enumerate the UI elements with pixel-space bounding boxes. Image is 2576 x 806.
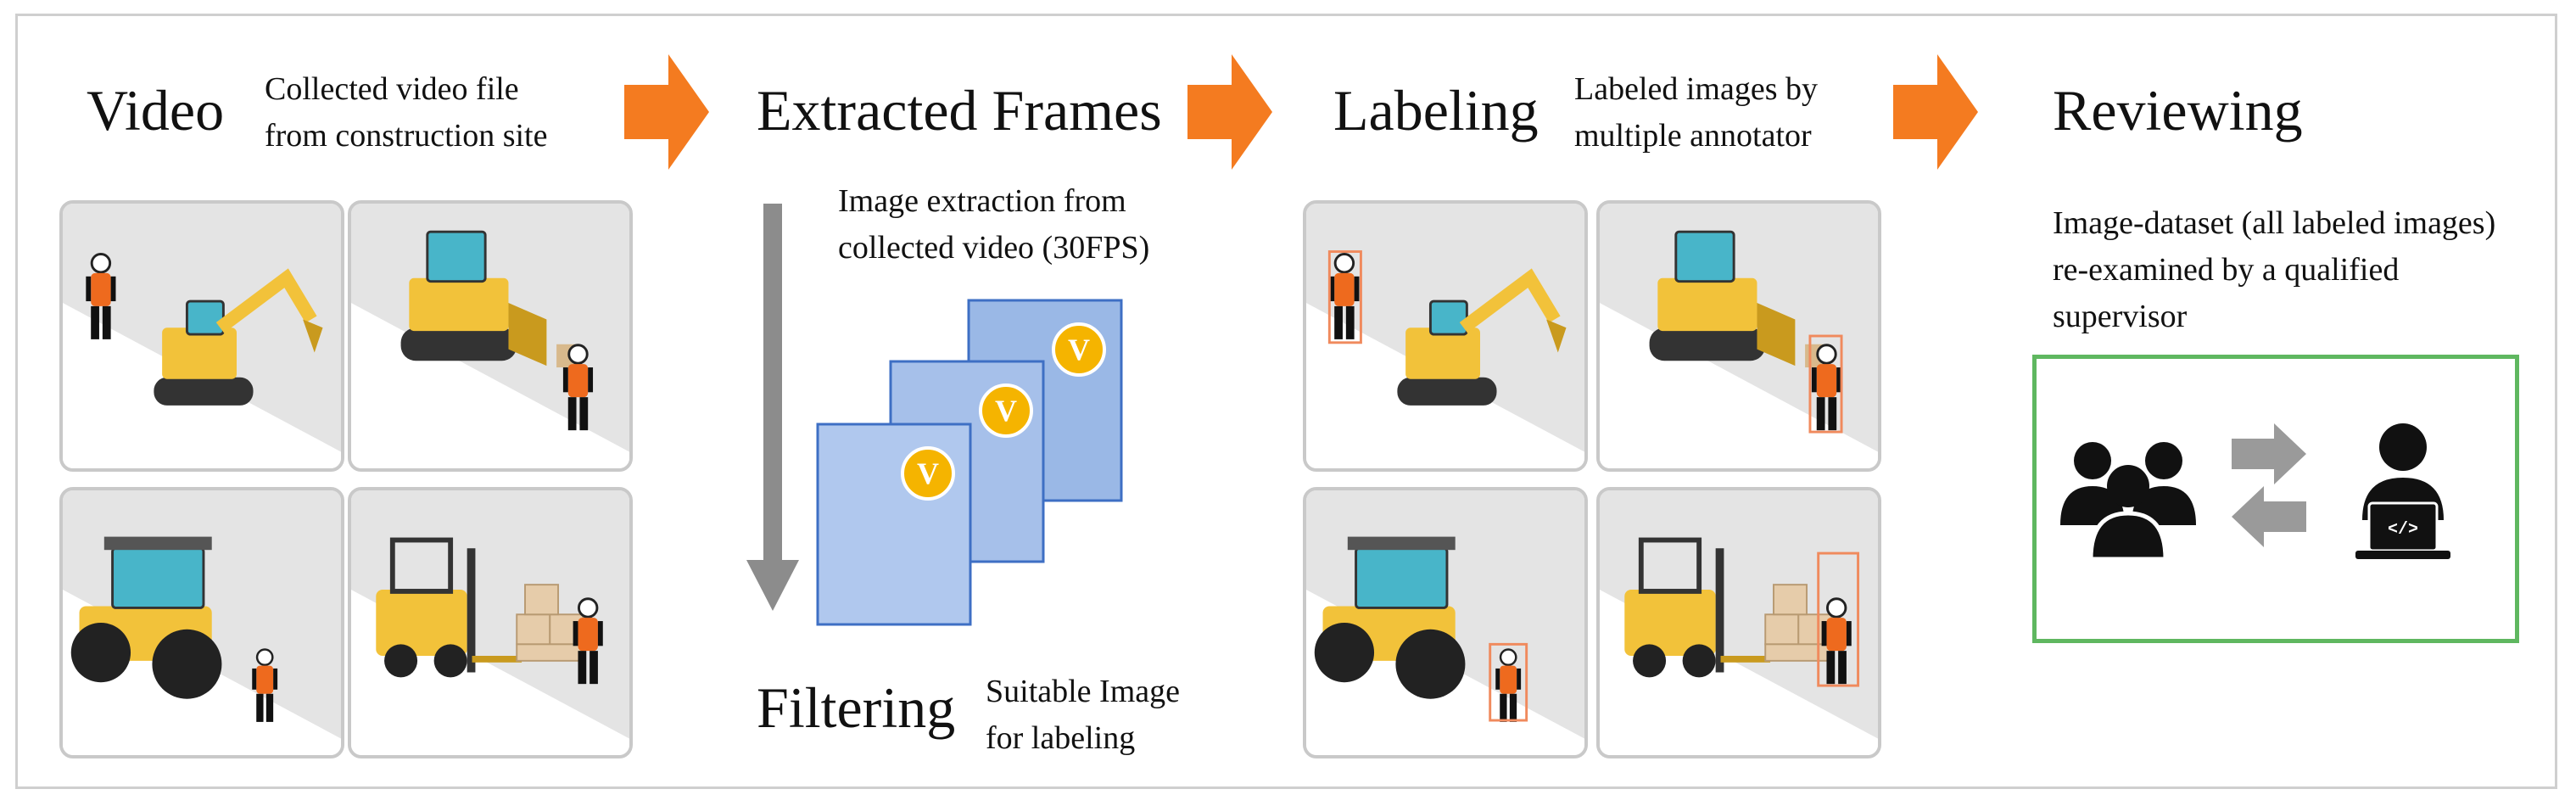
video-desc-line-1: Collected video file xyxy=(265,71,519,107)
filtering-description: Suitable Image for labeling xyxy=(986,669,1180,762)
arrow-left-icon xyxy=(2232,486,2306,547)
cargo-boxes-icon xyxy=(1764,584,1833,662)
frame-badge-1-label: V xyxy=(917,456,939,490)
cargo-boxes-icon xyxy=(516,584,584,662)
worker-figure xyxy=(1811,344,1842,431)
stage-arrow-1-shape xyxy=(624,54,709,170)
worker-figure xyxy=(562,344,594,431)
extracted-desc-line-1: Image extraction from xyxy=(838,183,1126,219)
label-bounding-box xyxy=(1808,334,1843,434)
stage-arrow-3 xyxy=(1893,54,1978,170)
worker-figure xyxy=(86,253,116,339)
forklift-icon xyxy=(376,537,522,678)
road-roller-icon xyxy=(70,536,222,699)
supervisor-laptop-icon: </> xyxy=(2355,423,2450,559)
extracted-frames-stack: V V V xyxy=(814,297,1128,628)
reviewing-description: Image-dataset (all labeled images) re-ex… xyxy=(2053,200,2495,340)
labeled-tile-forklift xyxy=(1596,487,1881,758)
video-tile-excavator xyxy=(59,200,344,472)
reviewing-desc-line-3: supervisor xyxy=(2053,299,2188,335)
frame-card-1 xyxy=(816,423,972,626)
video-tile-forklift xyxy=(348,487,633,758)
worker-figure xyxy=(1329,253,1360,339)
labeling-desc-line-2: multiple annotator xyxy=(1574,118,1812,154)
video-desc-line-2: from construction site xyxy=(265,118,548,154)
stage-arrow-2 xyxy=(1187,54,1272,170)
worker-figure xyxy=(1821,597,1852,685)
reviewing-title: Reviewing xyxy=(2053,78,2303,143)
filter-down-arrow xyxy=(746,204,799,611)
arrow-right-icon xyxy=(2232,423,2306,484)
filtering-desc-line-2: for labeling xyxy=(986,720,1136,757)
diagram-frame xyxy=(15,14,2557,789)
extracted-desc-line-2: collected video (30FPS) xyxy=(838,230,1150,266)
video-tile-bulldozer xyxy=(348,200,633,472)
worker-figure xyxy=(252,648,278,722)
road-roller-icon xyxy=(1314,536,1466,699)
label-bounding-box xyxy=(1489,642,1528,722)
extracted-description: Image extraction from collected video (3… xyxy=(838,178,1149,271)
stage-arrow-2-shape xyxy=(1187,54,1272,170)
review-process-box: </> xyxy=(2032,355,2519,643)
worker-figure xyxy=(573,597,603,685)
label-bounding-box xyxy=(1327,250,1362,344)
labeled-tile-excavator xyxy=(1303,200,1588,472)
labeled-tile-bulldozer xyxy=(1596,200,1881,472)
extracted-title: Extracted Frames xyxy=(757,78,1162,143)
labeling-description: Labeled images by multiple annotator xyxy=(1574,66,1818,160)
excavator-icon xyxy=(1397,268,1567,406)
reviewing-desc-line-2: re-examined by a qualified xyxy=(2053,252,2400,288)
filtering-title: Filtering xyxy=(757,675,956,740)
filtering-desc-line-1: Suitable Image xyxy=(986,674,1180,709)
video-tile-roller xyxy=(59,487,344,758)
worker-figure xyxy=(1495,648,1522,722)
reviewing-desc-line-1: Image-dataset (all labeled images) xyxy=(2053,205,2496,241)
stage-arrow-1 xyxy=(624,54,709,170)
bulldozer-icon xyxy=(1649,230,1796,367)
frame-badge-1 xyxy=(901,446,955,501)
code-glyph: </> xyxy=(2388,520,2418,540)
frame-badge-2 xyxy=(979,383,1033,438)
excavator-icon xyxy=(154,268,323,406)
video-description: Collected video file from construction s… xyxy=(265,66,547,160)
bulldozer-icon xyxy=(400,230,547,367)
stage-arrow-3-shape xyxy=(1893,54,1978,170)
labeling-desc-line-1: Labeled images by xyxy=(1574,71,1819,107)
video-title: Video xyxy=(87,78,225,143)
filter-down-arrow-shaft xyxy=(763,204,782,568)
frame-badge-3-label: V xyxy=(1068,333,1090,367)
frame-badge-2-label: V xyxy=(995,394,1017,428)
labeled-tile-roller xyxy=(1303,487,1588,758)
forklift-icon xyxy=(1624,537,1771,678)
labeling-title: Labeling xyxy=(1333,78,1539,143)
label-bounding-box xyxy=(1817,551,1860,687)
frame-badge-3 xyxy=(1052,322,1106,377)
annotators-group-icon xyxy=(2060,442,2196,562)
filter-down-arrow-head xyxy=(746,560,799,611)
